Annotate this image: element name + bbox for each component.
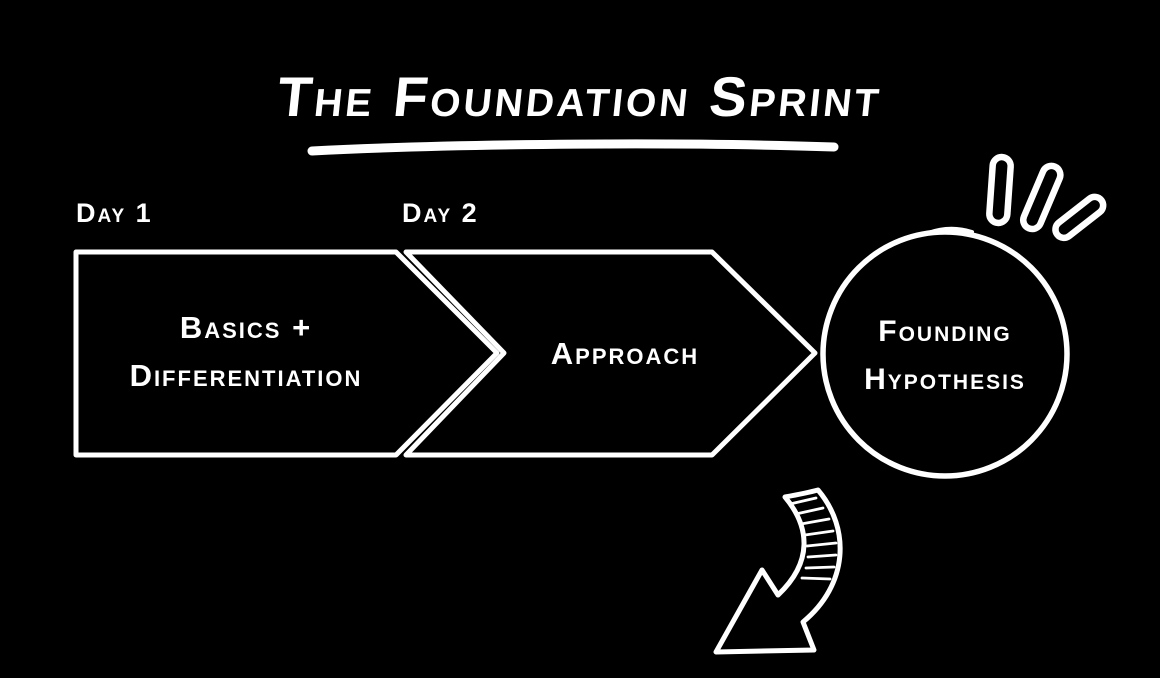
founding-hypothesis-label: Founding Hypothesis (823, 308, 1067, 404)
hypothesis-circle (820, 229, 1070, 479)
stage2-arrow-shape (403, 249, 818, 458)
stage1-line2: Differentiation (129, 358, 363, 393)
emphasis-marks-icon (986, 153, 1107, 242)
day1-label: Day 1 (76, 198, 153, 228)
curved-arrow-hatching (788, 496, 838, 581)
stage1-arrow-shape (73, 249, 500, 458)
stage2-line1: Approach (550, 336, 700, 371)
stage1-line1: Basics + (179, 310, 313, 345)
stage2-approach-label: Approach (500, 330, 750, 378)
circle-sketch-overlap (926, 226, 974, 235)
result-line2: Hypothesis (864, 363, 1026, 396)
title-underline (307, 139, 839, 156)
stage1-basics-differentiation-label: Basics + Differentiation (78, 304, 414, 400)
day2-label: Day 2 (402, 198, 479, 228)
page-title: The Foundation Sprint (274, 65, 886, 128)
curved-arrow-icon (713, 487, 843, 655)
result-line1: Founding (878, 315, 1012, 348)
